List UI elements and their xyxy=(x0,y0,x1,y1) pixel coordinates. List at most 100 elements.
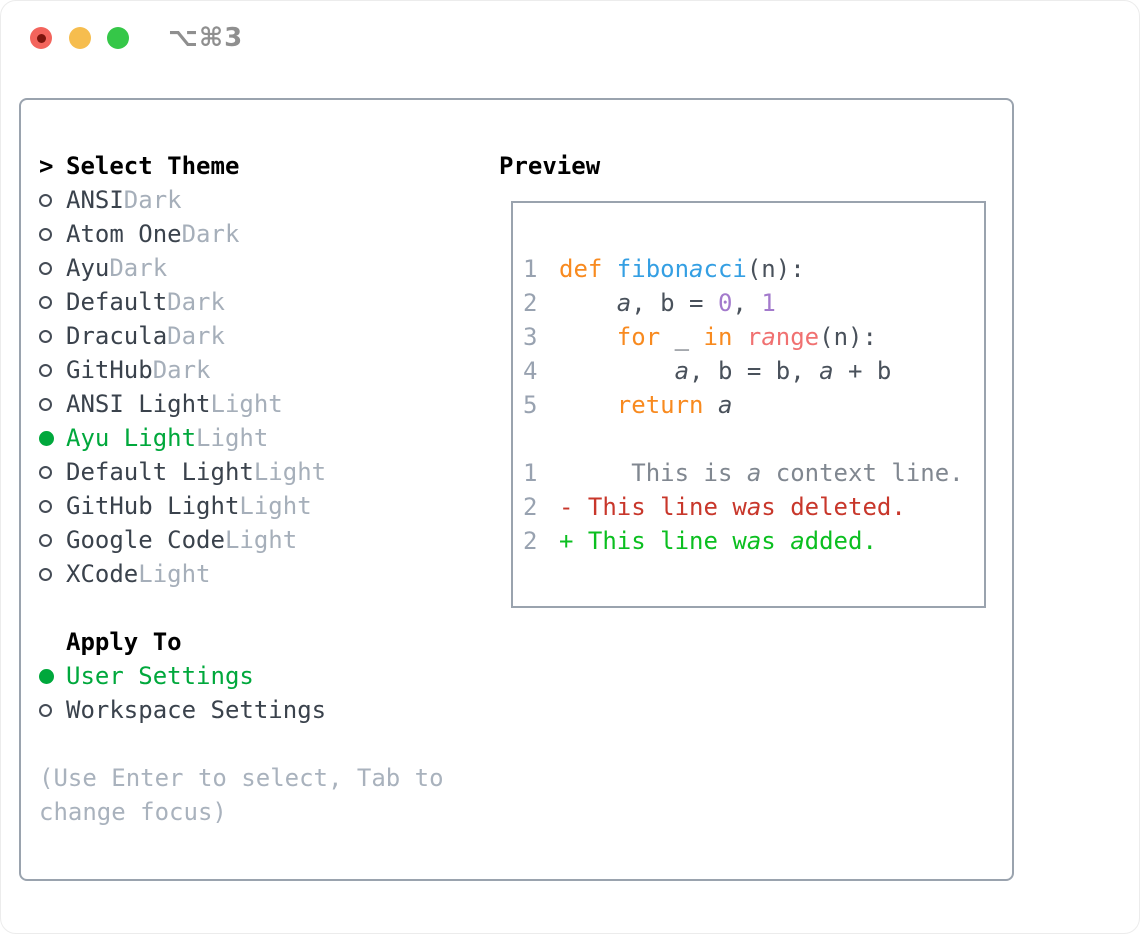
line-content: a, b = b, a + b xyxy=(559,354,892,388)
theme-option[interactable]: Dracula Dark xyxy=(39,319,479,353)
radio-icon xyxy=(39,499,52,513)
apply-to-header: Apply To xyxy=(39,625,479,659)
code-segment: (n): xyxy=(746,255,805,283)
radio-icon xyxy=(39,533,52,547)
theme-option[interactable]: Default Dark xyxy=(39,285,479,319)
line-content: + This line was added. xyxy=(559,524,877,558)
preview-line: 3 for _ in range(n): xyxy=(523,320,984,354)
zoom-button[interactable] xyxy=(107,27,129,49)
line-content: - This line was deleted. xyxy=(559,490,906,524)
theme-option[interactable]: ANSI Dark xyxy=(39,183,479,217)
theme-variant: Dark xyxy=(181,220,240,248)
theme-name: Default xyxy=(66,288,168,316)
code-segment: a xyxy=(704,391,732,419)
code-segment: in xyxy=(703,323,733,351)
theme-option[interactable]: Atom One Dark xyxy=(39,217,479,251)
code-segment xyxy=(732,323,746,351)
theme-variant: Dark xyxy=(167,288,225,316)
theme-name: Ayu Light xyxy=(66,424,197,452)
preview-line: 2+ This line was added. xyxy=(523,524,984,558)
theme-variant: Dark xyxy=(152,356,211,384)
code-segment: fibonacci xyxy=(616,255,747,283)
marker-column xyxy=(39,533,66,547)
theme-option[interactable]: ANSI Light Light xyxy=(39,387,479,421)
settings-panel xyxy=(19,98,1014,881)
close-button[interactable] xyxy=(30,27,52,49)
code-segment: a, b = b, a + b xyxy=(674,357,892,385)
apply-to-option[interactable]: Workspace Settings xyxy=(39,693,479,727)
theme-variant: Dark xyxy=(109,254,168,282)
select-theme-label: Select Theme xyxy=(66,152,240,180)
radio-icon xyxy=(39,703,52,717)
marker-column xyxy=(39,430,66,446)
theme-option[interactable]: Ayu Dark xyxy=(39,251,479,285)
theme-option[interactable]: GitHub Light Light xyxy=(39,489,479,523)
line-number: 5 xyxy=(523,391,538,419)
italic-a-glyph: a xyxy=(819,357,834,385)
italic-a-glyph: a xyxy=(746,459,762,487)
radio-icon xyxy=(39,193,52,207)
theme-variant: Light xyxy=(224,526,298,554)
marker-column xyxy=(39,703,66,717)
code-segment xyxy=(559,391,617,419)
apply-to-option[interactable]: User Settings xyxy=(39,659,479,693)
radio-icon xyxy=(39,363,52,377)
theme-name: Atom One xyxy=(66,220,182,248)
code-segment xyxy=(559,323,617,351)
marker-column xyxy=(39,499,66,513)
theme-variant: Light xyxy=(253,458,327,486)
radio-selected-icon xyxy=(39,668,54,684)
italic-a-glyph: a xyxy=(616,289,632,317)
code-segment: (n): xyxy=(819,323,877,351)
preview-line: 2 - This line was deleted. xyxy=(523,490,984,524)
line-number: 3 xyxy=(523,323,538,351)
italic-a-glyph: a xyxy=(761,323,776,351)
code-segment: , xyxy=(732,289,762,317)
marker-column xyxy=(39,193,66,207)
code-segment: def xyxy=(559,255,617,283)
theme-variant: Light xyxy=(138,560,211,588)
italic-a-glyph: a xyxy=(746,493,762,521)
theme-name: ANSI Light xyxy=(66,390,211,418)
preview-line: 1 This is a context line. xyxy=(523,456,984,490)
select-theme-header: > Select Theme xyxy=(39,149,479,183)
line-content: This is a context line. xyxy=(559,456,963,490)
italic-a-glyph: a xyxy=(674,357,690,385)
line-content: a, b = 0, 1 xyxy=(559,286,776,320)
theme-name: Dracula xyxy=(66,322,168,350)
theme-variant: Dark xyxy=(123,186,182,214)
line-number xyxy=(523,422,559,456)
marker-column xyxy=(39,363,66,377)
marker-column xyxy=(39,465,66,479)
theme-option[interactable]: Default Light Light xyxy=(39,455,479,489)
radio-selected-icon xyxy=(39,430,54,446)
marker-column xyxy=(39,567,66,581)
code-segment: + This line was added. xyxy=(559,527,877,555)
radio-icon xyxy=(39,261,52,275)
theme-variant: Light xyxy=(239,492,312,520)
radio-icon xyxy=(39,295,52,309)
minimize-button[interactable] xyxy=(69,27,91,49)
theme-name: Default Light xyxy=(66,458,254,486)
line-content: return a xyxy=(559,388,733,422)
apply-to-label: Apply To xyxy=(66,628,182,656)
code-segment: _ xyxy=(660,323,704,351)
theme-option[interactable]: XCode Light xyxy=(39,557,479,591)
theme-option[interactable]: GitHub Dark xyxy=(39,353,479,387)
italic-a-glyph: a xyxy=(790,527,805,555)
marker-column xyxy=(39,227,66,241)
line-number: 2 xyxy=(523,289,538,317)
theme-option[interactable]: Ayu Light Light xyxy=(39,421,479,455)
recording-dot xyxy=(36,33,46,43)
preview-header: Preview xyxy=(499,152,601,180)
theme-name: GitHub Light xyxy=(66,492,240,520)
theme-option[interactable]: Google Code Light xyxy=(39,523,479,557)
hint-text: (Use Enter to select, Tab to change focu… xyxy=(39,764,444,826)
apply-to-option-label: User Settings xyxy=(66,662,254,690)
line-number: 2 xyxy=(523,493,538,521)
